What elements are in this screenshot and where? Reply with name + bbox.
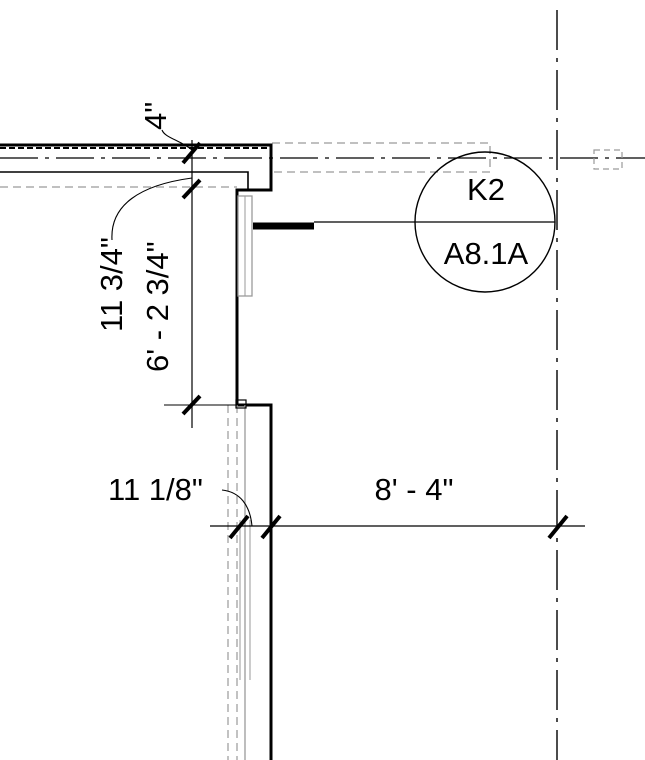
hdim-tick-left <box>228 514 250 540</box>
hidden-beam-outline <box>272 142 491 173</box>
lower-wall-outer-line <box>235 398 273 760</box>
hdim-tick-middle <box>260 514 282 540</box>
section-tag-circle <box>414 151 556 293</box>
top-wall-outer-line <box>0 143 273 398</box>
hdim-tick-right <box>547 514 569 540</box>
leader-return-depth <box>111 177 193 241</box>
dim-tick-bottom <box>181 394 202 416</box>
dim-top-wall-thickness: 4" <box>138 102 173 130</box>
dim-tick-middle <box>181 178 202 200</box>
lower-wall-notch <box>235 399 247 409</box>
dim-tick-top <box>181 141 202 165</box>
dim-horizontal-span: 8' - 4" <box>375 472 454 507</box>
leader-top-wall <box>161 129 193 151</box>
leader-lower-wall <box>221 489 253 527</box>
dim-return-depth: 11 3/4" <box>94 237 129 332</box>
section-detail-number: K2 <box>467 172 505 207</box>
dim-lower-wall-thickness: 11 1/8" <box>108 472 203 507</box>
dim-opening-height: 6' - 2 3/4" <box>140 241 175 372</box>
section-sheet-number: A8.1A <box>444 236 529 271</box>
hidden-column-marker <box>593 149 623 170</box>
